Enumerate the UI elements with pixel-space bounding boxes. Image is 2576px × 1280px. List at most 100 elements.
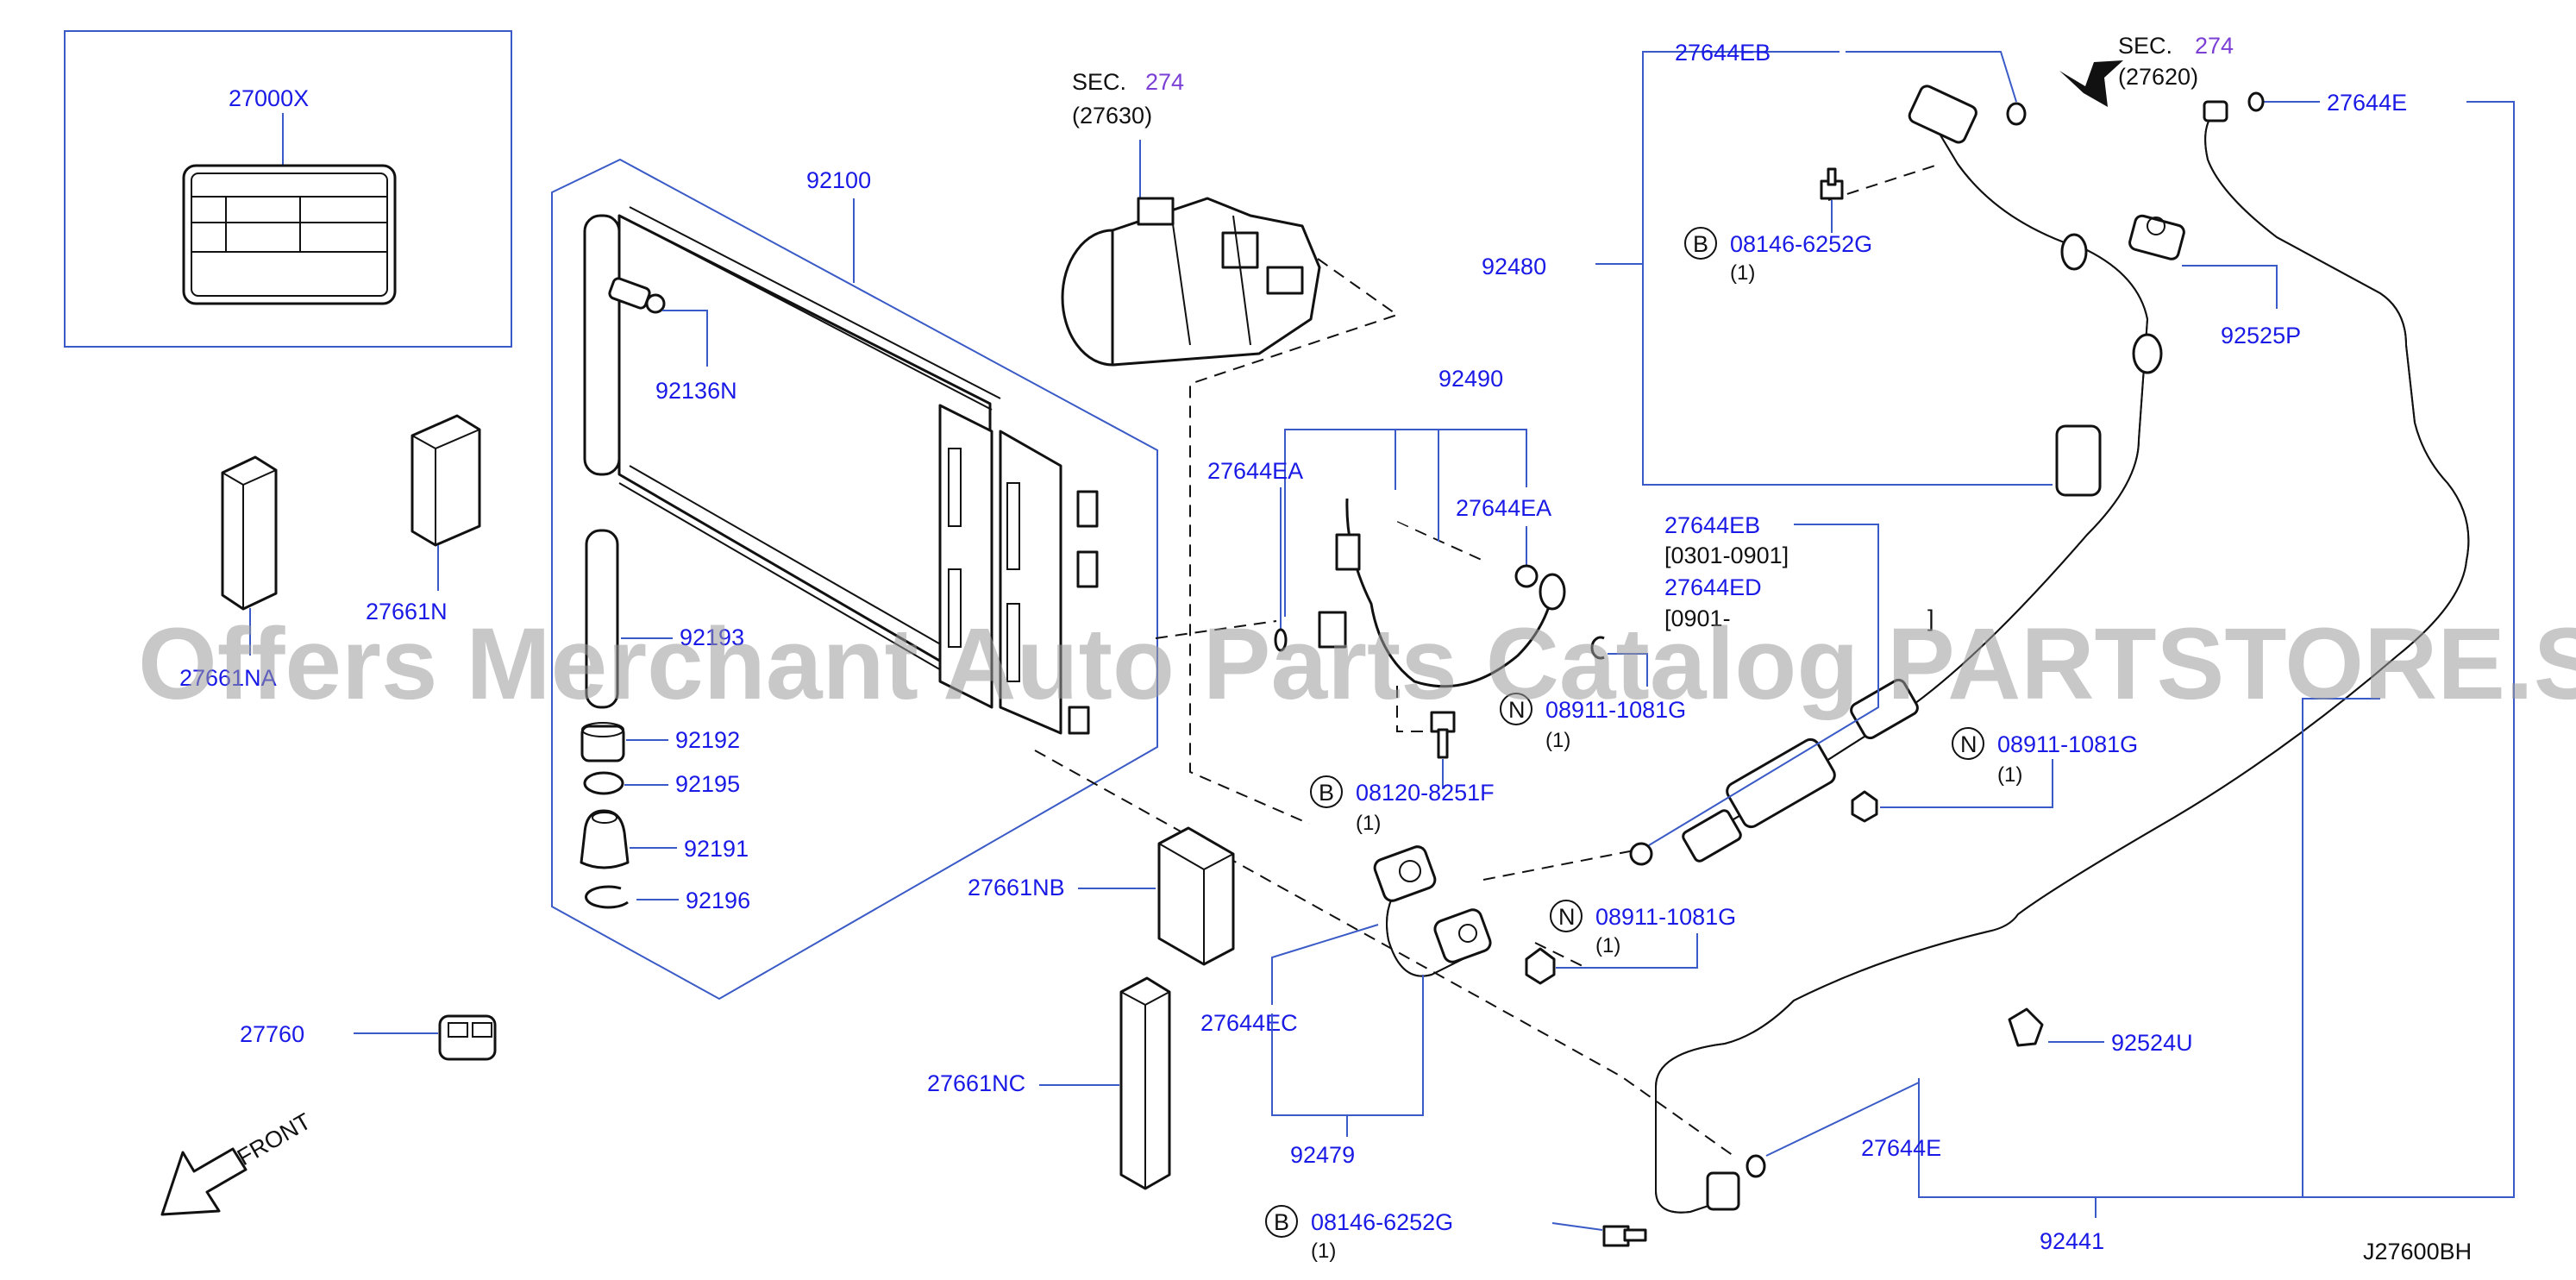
pipe-92479[interactable] bbox=[1372, 844, 1493, 977]
part-27644EC[interactable]: 27644EC bbox=[1200, 1010, 1298, 1036]
sec-prefix-evaporator: SEC. bbox=[2118, 33, 2172, 59]
part-27644E-top[interactable]: 27644E bbox=[2327, 90, 2407, 116]
part-92191[interactable]: 92191 bbox=[684, 836, 749, 862]
part-92192[interactable]: 92192 bbox=[675, 727, 740, 753]
seal-27661NA[interactable] bbox=[221, 455, 278, 611]
sec-ref-evaporator: (27620) bbox=[2118, 64, 2198, 90]
sec-number-compressor[interactable]: 274 bbox=[1145, 69, 1184, 95]
marker-b3-text: B bbox=[1274, 1209, 1289, 1235]
part-92441[interactable]: 92441 bbox=[2040, 1228, 2104, 1254]
date-range-eb: [0301-0901] bbox=[1664, 543, 1789, 568]
condenser[interactable] bbox=[583, 206, 1099, 735]
snap-ring-92196[interactable] bbox=[585, 885, 629, 909]
o-ring-27644EA-left[interactable] bbox=[1274, 628, 1288, 652]
hose-92490[interactable] bbox=[1318, 498, 1566, 688]
marker-n2 bbox=[1952, 727, 1984, 760]
part-27661NA[interactable]: 27661NA bbox=[179, 665, 277, 691]
part-27644ED[interactable]: 27644ED bbox=[1664, 574, 1762, 600]
nut-qty-n2: (1) bbox=[1997, 763, 2022, 787]
pipe-92441[interactable] bbox=[1655, 100, 2470, 1214]
hose-92480[interactable] bbox=[1682, 84, 2163, 863]
bolt-qty-b3: (1) bbox=[1311, 1239, 1336, 1263]
part-27644E-bottom[interactable]: 27644E bbox=[1861, 1135, 1941, 1161]
caution-label bbox=[182, 164, 397, 305]
sec-number-evaporator[interactable]: 274 bbox=[2195, 33, 2234, 59]
condenser-frame bbox=[551, 158, 1158, 1001]
diagram-code: J27600BH bbox=[2363, 1239, 2472, 1264]
part-27644EA-left[interactable]: 27644EA bbox=[1207, 458, 1303, 484]
marker-n2-text: N bbox=[1960, 731, 1977, 757]
part-92479[interactable]: 92479 bbox=[1290, 1142, 1355, 1168]
part-27661NB[interactable]: 27661NB bbox=[968, 875, 1065, 900]
part-27661NC[interactable]: 27661NC bbox=[927, 1070, 1025, 1096]
part-92480[interactable]: 92480 bbox=[1482, 254, 1546, 279]
nut-n2[interactable] bbox=[1851, 790, 1878, 823]
part-92490[interactable]: 92490 bbox=[1438, 366, 1503, 392]
o-ring-27644EA-right[interactable] bbox=[1514, 564, 1539, 588]
part-92136N[interactable]: 92136N bbox=[655, 378, 737, 404]
seal-27661N[interactable] bbox=[411, 414, 481, 547]
part-92524U[interactable]: 92524U bbox=[2111, 1030, 2193, 1056]
o-ring-27644EB-top[interactable] bbox=[2006, 102, 2027, 126]
o-ring-27644E-bottom[interactable] bbox=[1746, 1154, 1766, 1178]
nut-code-n3[interactable]: 08911-1081G bbox=[1595, 904, 1736, 930]
plug-92191[interactable] bbox=[580, 809, 630, 869]
part-92196[interactable]: 92196 bbox=[686, 888, 750, 913]
sec-prefix-compressor: SEC. bbox=[1072, 69, 1126, 95]
bolt-code-b1[interactable]: 08146-6252G bbox=[1730, 231, 1872, 257]
nut-qty-n1: (1) bbox=[1545, 729, 1570, 752]
evaporator-direction-arrow bbox=[2059, 60, 2123, 107]
part-92193[interactable]: 92193 bbox=[680, 624, 744, 650]
date-range-bracket: ] bbox=[1927, 605, 1934, 631]
nut-qty-n3: (1) bbox=[1595, 934, 1620, 957]
part-27644EB-mid[interactable]: 27644EB bbox=[1664, 512, 1760, 538]
label-frame bbox=[64, 30, 512, 348]
clamp-92525P[interactable] bbox=[2128, 214, 2185, 260]
bolt-code-b3[interactable]: 08146-6252G bbox=[1311, 1209, 1453, 1235]
seal-27661NB[interactable] bbox=[1157, 826, 1235, 966]
label-box-group: 27000X bbox=[64, 30, 512, 348]
marker-b2-text: B bbox=[1319, 780, 1334, 806]
bolt-08146-6252G-bottom[interactable] bbox=[1602, 1225, 1647, 1247]
bolt-08120-8251F[interactable] bbox=[1430, 711, 1456, 759]
ambient-sensor[interactable] bbox=[438, 1014, 497, 1061]
seal-27661NC[interactable] bbox=[1119, 976, 1171, 1190]
marker-b1-text: B bbox=[1693, 231, 1708, 257]
part-27644EB-top[interactable]: 27644EB bbox=[1675, 40, 1771, 66]
date-range-ed: [0901- bbox=[1664, 605, 1731, 631]
o-ring-92195[interactable] bbox=[583, 771, 624, 795]
part-27644EA-right[interactable]: 27644EA bbox=[1456, 495, 1551, 521]
part-92525P[interactable]: 92525P bbox=[2221, 323, 2301, 348]
watermark: Offers Merchant Auto Parts Catalog PARTS… bbox=[138, 607, 2576, 721]
part-27661N[interactable]: 27661N bbox=[366, 599, 448, 624]
snap-clip-n1[interactable] bbox=[1590, 636, 1605, 660]
marker-n1 bbox=[1500, 693, 1532, 725]
o-ring-27644E-top[interactable] bbox=[2247, 91, 2265, 112]
marker-n3-text: N bbox=[1558, 904, 1576, 930]
part-92195[interactable]: 92195 bbox=[675, 771, 740, 797]
bolt-code-b2[interactable]: 08120-8251F bbox=[1356, 780, 1495, 806]
marker-b3 bbox=[1265, 1205, 1298, 1238]
o-ring-27644EB-mid[interactable] bbox=[1629, 842, 1653, 866]
clip-92524U[interactable] bbox=[2008, 1007, 2044, 1047]
sec-ref-compressor: (27630) bbox=[1072, 103, 1152, 129]
filter-cap[interactable] bbox=[580, 722, 625, 762]
nut-n3[interactable] bbox=[1525, 947, 1556, 985]
nut-code-n2[interactable]: 08911-1081G bbox=[1997, 731, 2138, 757]
part-27000X[interactable]: 27000X bbox=[229, 85, 309, 111]
bolt-08146-6252G-top[interactable] bbox=[1820, 167, 1844, 200]
compressor[interactable] bbox=[1061, 197, 1321, 367]
marker-n1-text: N bbox=[1508, 697, 1526, 723]
front-arrow bbox=[160, 1147, 248, 1216]
marker-b2 bbox=[1310, 775, 1343, 808]
part-92100[interactable]: 92100 bbox=[806, 167, 871, 193]
bolt-qty-b1: (1) bbox=[1730, 261, 1755, 285]
pressure-switch[interactable] bbox=[608, 277, 666, 314]
desiccant-tube[interactable] bbox=[585, 529, 619, 709]
part-27760[interactable]: 27760 bbox=[240, 1021, 304, 1047]
marker-n3 bbox=[1550, 900, 1583, 932]
marker-b1 bbox=[1684, 227, 1717, 260]
nut-code-n1[interactable]: 08911-1081G bbox=[1545, 697, 1686, 723]
front-label: FRONT bbox=[233, 1108, 316, 1170]
